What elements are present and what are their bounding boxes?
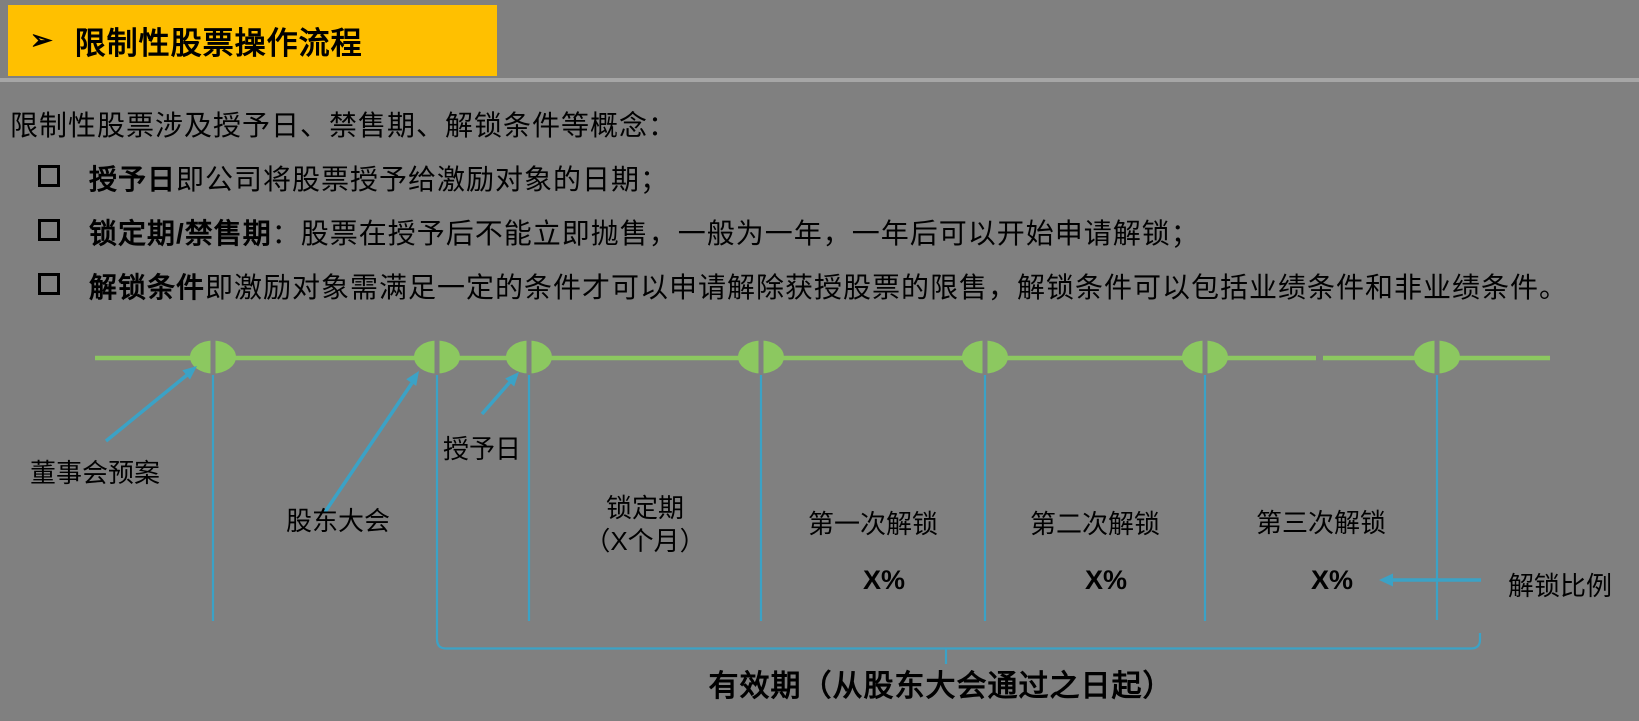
label-unlock-ratio: 解锁比例 xyxy=(1508,571,1613,601)
bullet-desc: 即激励对象需满足一定的条件才可以申请解除获授股票的限售，解锁条件可以包括业绩条件… xyxy=(205,272,1569,303)
node-split-gap xyxy=(1434,338,1440,376)
lockup-line1: 锁定期 xyxy=(605,493,684,523)
label-grant-date: 授予日 xyxy=(443,434,522,464)
callout-arrows xyxy=(104,373,1481,582)
arrow-grant-date xyxy=(480,380,512,416)
third-unlock-percent: X% xyxy=(1310,565,1354,595)
label-first-unlock: 第一次解锁 xyxy=(807,509,939,539)
arrowhead-icon xyxy=(1379,573,1393,587)
timeline-node xyxy=(190,340,236,374)
label-third-unlock: 第三次解锁 xyxy=(1255,508,1387,538)
intro-text: 限制性股票涉及授予日、禁售期、解锁条件等概念： xyxy=(10,110,678,141)
node-split-gaps xyxy=(210,338,1440,376)
bullet-square-icon xyxy=(38,165,60,187)
label-second-unlock: 第二次解锁 xyxy=(1029,509,1161,539)
bullet-desc: ：股票在授予后不能立即抛售，一般为一年，一年后可以开始申请解锁； xyxy=(271,218,1200,249)
slide-title-banner: ➢ 限制性股票操作流程 xyxy=(8,5,497,76)
arrowhead-icon xyxy=(406,371,419,386)
node-split-gap xyxy=(526,338,532,376)
label-shareholder-meeting: 股东大会 xyxy=(286,506,391,536)
bullet-item-unlock-conditions: 解锁条件即激励对象需满足一定的条件才可以申请解除获授股票的限售，解锁条件可以包括… xyxy=(38,266,1568,306)
bullet-item-lockup-period: 锁定期/禁售期：股票在授予后不能立即抛售，一般为一年，一年后可以开始申请解锁； xyxy=(38,212,1200,252)
node-split-gap xyxy=(982,338,988,376)
arrowheads xyxy=(182,366,1393,587)
bullet-desc: 即公司将股票授予给激励对象的日期； xyxy=(176,164,670,195)
arrow-shareholder-meeting xyxy=(323,382,414,513)
node-split-gap xyxy=(210,338,216,376)
bullet-term: 锁定期/禁售期 xyxy=(89,218,272,249)
node-split-gap xyxy=(1202,338,1208,376)
timeline-nodes xyxy=(190,340,1460,374)
timeline-node xyxy=(1414,340,1460,374)
timeline-node xyxy=(1182,340,1228,374)
bullet-term: 授予日 xyxy=(89,164,177,195)
first-unlock-percent: X% xyxy=(862,565,906,595)
node-split-gap xyxy=(434,338,440,376)
arrow-board-proposal xyxy=(104,373,189,443)
second-unlock-percent: X% xyxy=(1084,565,1128,595)
bullet-item-grant-date: 授予日即公司将股票授予给激励对象的日期； xyxy=(38,158,669,198)
timeline-node xyxy=(506,340,552,374)
bullet-term: 解锁条件 xyxy=(89,272,206,303)
page-title: 限制性股票操作流程 xyxy=(74,26,363,61)
bullet-square-icon xyxy=(38,273,60,295)
arrow-bullet-icon: ➢ xyxy=(30,25,53,55)
label-lockup-period: 锁定期 （X个月） xyxy=(584,492,705,558)
label-validity-period: 有效期（从股东大会通过之日起） xyxy=(708,670,1174,703)
timeline-node xyxy=(414,340,460,374)
node-split-gap xyxy=(758,338,764,376)
header-divider xyxy=(0,78,1639,82)
lockup-line2: （X个月） xyxy=(584,526,706,556)
timeline-node xyxy=(738,340,784,374)
arrowhead-icon xyxy=(182,366,197,380)
bullet-square-icon xyxy=(38,219,60,241)
timeline-node xyxy=(962,340,1008,374)
label-board-proposal: 董事会预案 xyxy=(30,458,161,488)
arrowhead-icon xyxy=(505,372,519,387)
